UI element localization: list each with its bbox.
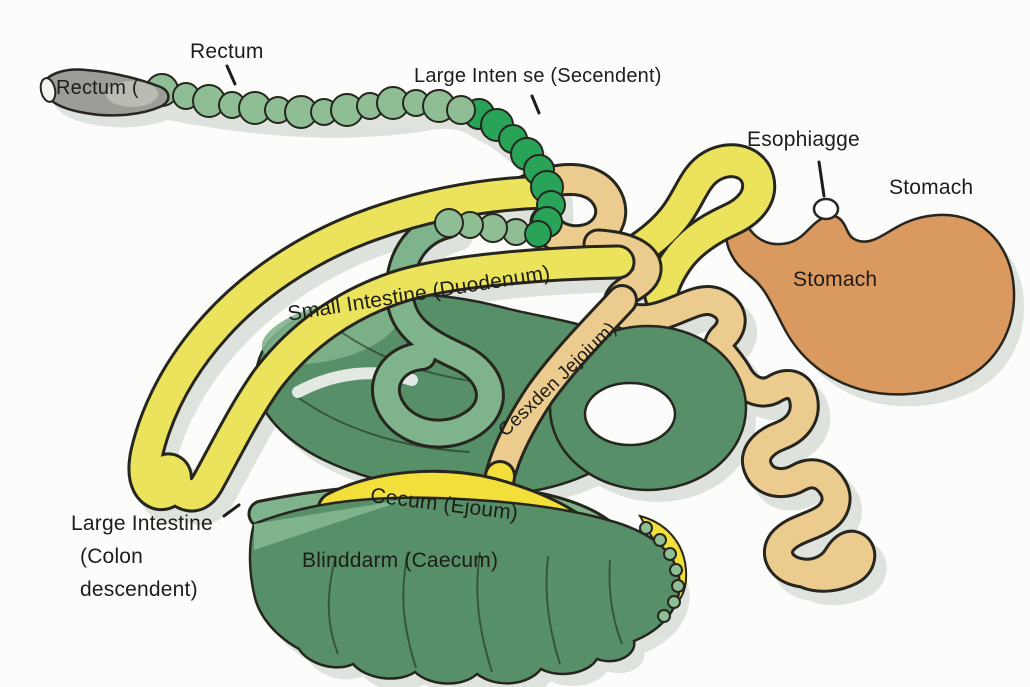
label-esophagus: Esophiagge xyxy=(747,128,860,151)
label-blinddarm: Blinddarm (Caecum) xyxy=(302,549,499,572)
label-stomach-inner: Stomach xyxy=(793,268,878,291)
pointer-line-esophagus xyxy=(817,160,826,198)
label-rectum-tube: Rectum ( xyxy=(56,77,139,99)
rectum-tube xyxy=(39,68,170,117)
label-colon-line3: descendent) xyxy=(80,578,198,601)
caecum-mass xyxy=(248,496,688,685)
descending-colon-chain xyxy=(463,98,566,248)
label-colon-line1: Large Intestine xyxy=(71,512,213,535)
label-stomach: Stomach xyxy=(889,176,974,199)
stomach-shape xyxy=(725,210,1016,396)
pointer-line-large-intestine xyxy=(530,94,541,115)
pointer-line-rectum xyxy=(225,64,237,86)
esophagus-opening xyxy=(812,197,840,221)
colon-chain-top xyxy=(145,73,476,129)
label-colon-line2: (Colon xyxy=(80,545,144,568)
colon-ring xyxy=(548,324,748,492)
label-large-intestine-top: Large Inten se (Secendent) xyxy=(414,65,662,87)
pointer-line-colon xyxy=(222,503,241,518)
scallop-fringe xyxy=(639,521,685,623)
label-rectum: Rectum xyxy=(190,40,264,63)
